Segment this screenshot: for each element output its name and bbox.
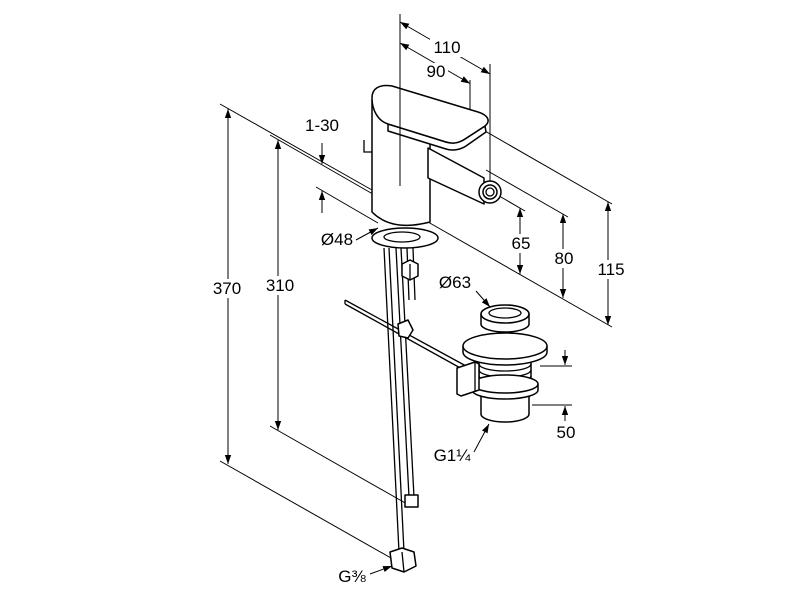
hose-a-fitting-edge xyxy=(401,551,405,573)
label-65: 65 xyxy=(512,234,531,253)
hose-a-right-edge xyxy=(388,247,405,553)
label-110: 110 xyxy=(433,38,460,57)
aerator-inner xyxy=(482,184,498,200)
label-90: 90 xyxy=(427,62,446,81)
handle-top-face xyxy=(371,84,489,144)
drain-lever-housing xyxy=(456,361,480,397)
faucet xyxy=(363,84,502,249)
hose-a-left-edge xyxy=(383,247,400,553)
label-drain-thread: G1¼ xyxy=(434,446,472,465)
aerator-core xyxy=(485,187,495,197)
label-bg-115 xyxy=(594,260,628,279)
label-310: 310 xyxy=(266,276,294,295)
label-80: 80 xyxy=(555,249,574,268)
ext-1-30-bottom xyxy=(315,186,379,224)
leader-drain-thread xyxy=(473,423,490,453)
drain-flange-top xyxy=(462,332,548,360)
dimension-labels: 110 90 1-30 370 310 Ø48 65 80 115 Ø63 50… xyxy=(213,38,625,586)
drain-thread-1 xyxy=(478,363,532,372)
ext-310-bottom xyxy=(269,425,408,505)
connection-hardware xyxy=(344,247,467,573)
popup-rod-clip xyxy=(397,319,414,339)
label-hose-thread: G⅜ xyxy=(338,567,366,586)
spout xyxy=(427,147,485,205)
label-bg-80 xyxy=(553,249,575,268)
hose-b-end-fitting xyxy=(404,494,419,508)
drain-assembly xyxy=(456,304,548,423)
label-1-30: 1-30 xyxy=(305,116,339,135)
extension-lines xyxy=(219,80,613,563)
base-flange xyxy=(371,227,439,249)
leader-base-diameter xyxy=(355,227,379,241)
hose-b-left-edge xyxy=(395,247,410,498)
leader-drain-diameter xyxy=(475,290,491,308)
drain-cap-inner xyxy=(488,307,522,319)
ext-80-top xyxy=(485,169,569,218)
ext-370-top xyxy=(219,103,373,191)
label-bg-65 xyxy=(510,234,532,253)
drain-lock-nut-top xyxy=(471,374,539,394)
label-370: 370 xyxy=(213,279,241,298)
leader-hose-thread xyxy=(369,565,393,575)
ext-115-top xyxy=(477,126,613,205)
ext-370-bottom xyxy=(219,460,399,563)
label-bg-110 xyxy=(430,39,464,57)
label-drain-height: 50 xyxy=(557,423,576,442)
base-flange-slot xyxy=(383,231,421,243)
ext-base-right xyxy=(427,221,613,328)
label-bg-310 xyxy=(262,276,299,295)
label-backgrounds xyxy=(209,39,628,298)
label-115: 115 xyxy=(597,260,624,279)
label-drain-diameter: Ø63 xyxy=(439,273,471,292)
hose-b-right-edge xyxy=(400,247,415,498)
lever-stem xyxy=(363,140,372,153)
label-bg-90 xyxy=(424,63,448,81)
ext-310-top xyxy=(269,134,379,198)
drain-lower-body xyxy=(480,391,530,423)
label-base-diameter: Ø48 xyxy=(321,230,353,249)
label-bg-370 xyxy=(209,279,246,298)
